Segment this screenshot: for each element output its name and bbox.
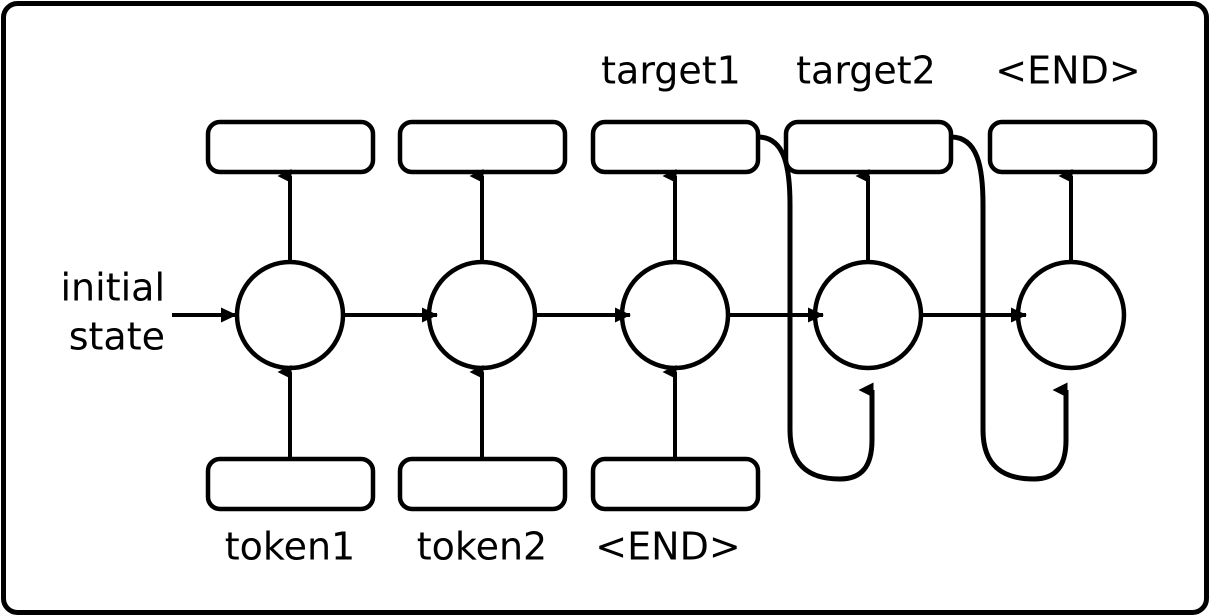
- feedback-curve-1: [757, 134, 875, 482]
- column-4: target2: [783, 49, 954, 371]
- rnn-cell-1[interactable]: [234, 259, 346, 371]
- column-3: target1 <END>: [590, 49, 761, 569]
- column-5: <END>: [987, 49, 1158, 371]
- output-box-4[interactable]: [783, 119, 954, 175]
- output-box-3[interactable]: [590, 119, 761, 175]
- feedback-curve-2: [950, 134, 1069, 482]
- column-1: token1: [205, 119, 376, 569]
- output-box-2[interactable]: [397, 119, 568, 175]
- bottom-label-1: token1: [225, 525, 355, 569]
- rnn-cell-5[interactable]: [1015, 259, 1127, 371]
- bottom-label-3: <END>: [595, 525, 740, 569]
- output-box-1[interactable]: [205, 119, 376, 175]
- input-box-3[interactable]: [590, 456, 761, 512]
- initial-state-group: initial state: [61, 266, 237, 359]
- top-label-5: <END>: [995, 49, 1140, 93]
- top-label-3: target1: [601, 49, 741, 93]
- input-box-2[interactable]: [397, 456, 568, 512]
- rnn-cell-4[interactable]: [812, 259, 924, 371]
- initial-state-label-line2: state: [69, 315, 165, 359]
- rnn-cell-3[interactable]: [619, 259, 731, 371]
- top-label-4: target2: [796, 49, 936, 93]
- bottom-label-2: token2: [417, 525, 547, 569]
- output-box-5[interactable]: [987, 119, 1158, 175]
- rnn-cell-2[interactable]: [426, 259, 538, 371]
- initial-state-label-line1: initial: [61, 266, 166, 310]
- input-box-1[interactable]: [205, 456, 376, 512]
